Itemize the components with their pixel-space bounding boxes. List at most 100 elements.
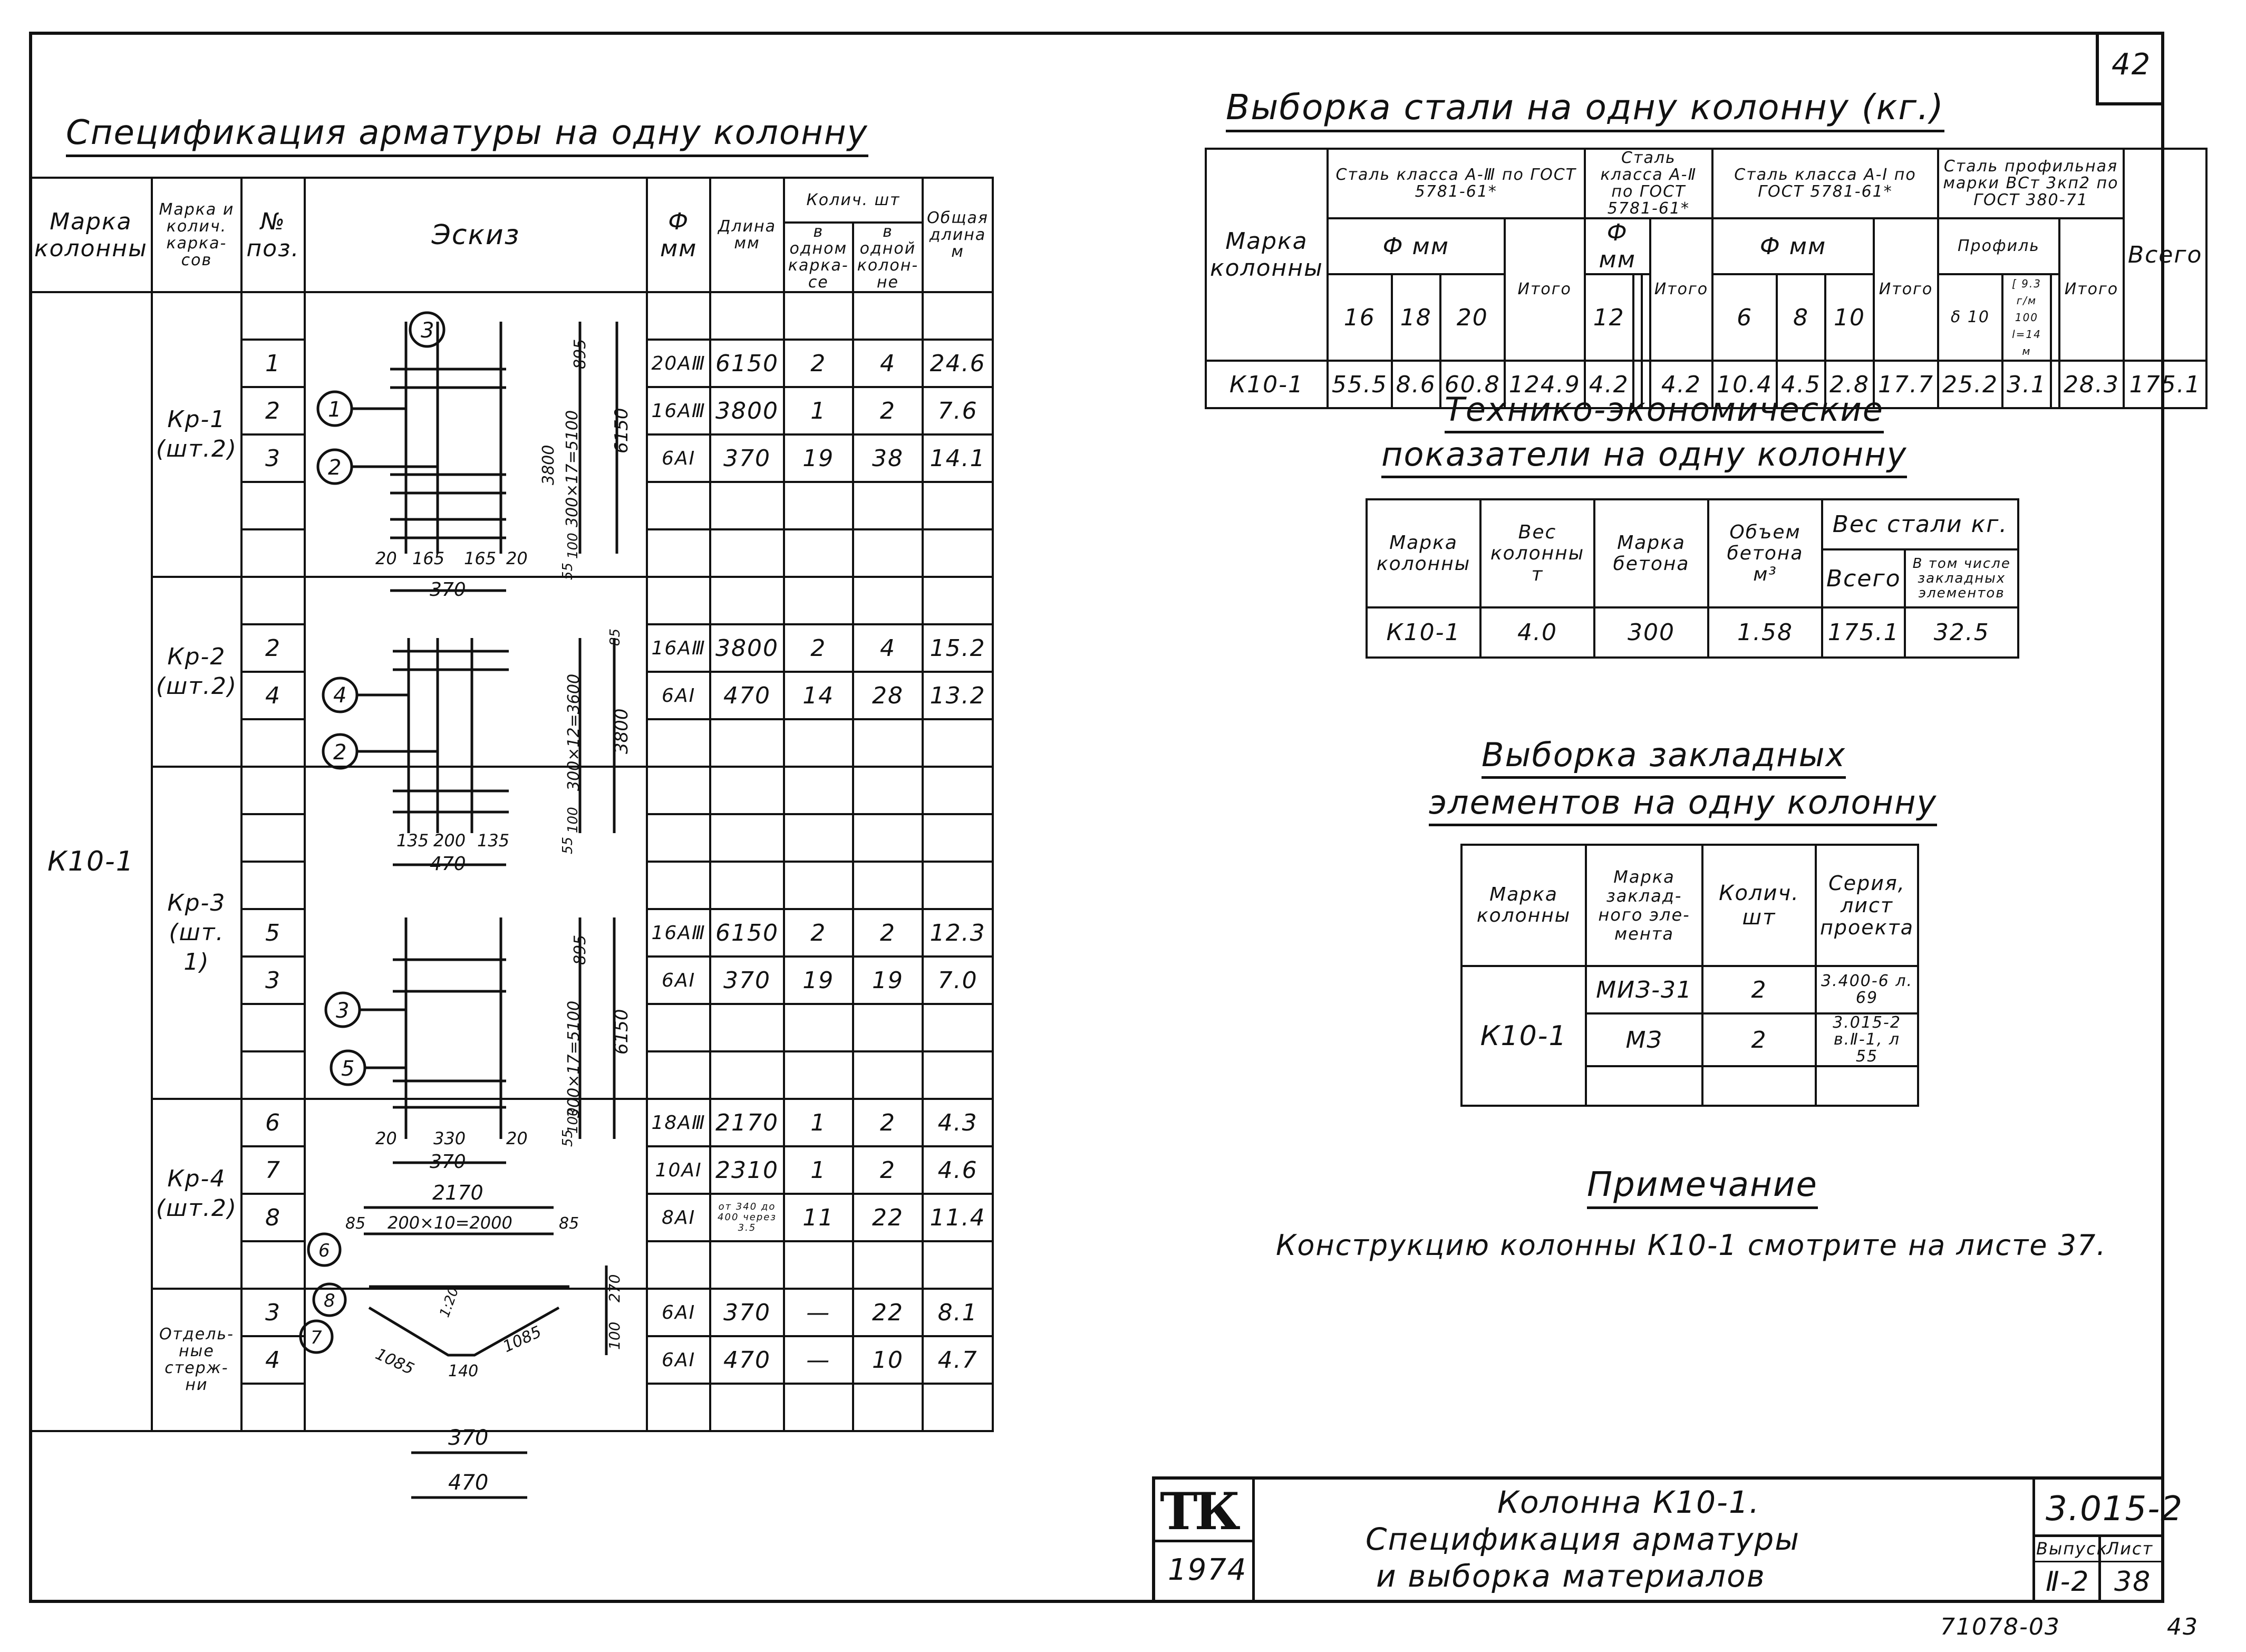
length-cell bbox=[709, 481, 785, 530]
kr1-w-total: 370 bbox=[430, 579, 466, 601]
total-len-cell: 4.6 bbox=[922, 1145, 994, 1195]
steel-g4: Сталь профильная марки ВСт 3кп2 по ГОСТ … bbox=[1937, 148, 2125, 219]
tech-h-total: Всего bbox=[1821, 548, 1906, 608]
stamp-series: 3.015-2 bbox=[2046, 1490, 2184, 1529]
kr2-dim-total: 3800 bbox=[611, 708, 632, 754]
embed-h-mark: Марка колонны bbox=[1460, 844, 1587, 967]
kr2-dim-bot: 100 bbox=[565, 807, 581, 833]
pos-cell: 7 bbox=[240, 1145, 306, 1195]
embed-h-qty: Колич. шт bbox=[1701, 844, 1817, 967]
total-len-cell: 4.3 bbox=[922, 1098, 994, 1147]
pos-cell: 4 bbox=[240, 671, 306, 720]
qty-col-cell bbox=[851, 1383, 924, 1432]
qty-col-cell bbox=[851, 766, 924, 815]
kr1-pos-a: 3 bbox=[421, 318, 434, 343]
qty-col-cell bbox=[851, 481, 924, 530]
qty-col-cell: 2 bbox=[851, 386, 924, 436]
pos-cell bbox=[240, 291, 306, 341]
length-cell: 470 bbox=[709, 1335, 785, 1385]
qty-frame-cell: 19 bbox=[782, 433, 854, 483]
table-row bbox=[30, 861, 994, 910]
steel-phi1: Ф мм bbox=[1326, 217, 1506, 275]
tech-h-mark: Марка колонны bbox=[1366, 498, 1482, 608]
steel-h-mark: Марка колонны bbox=[1205, 148, 1329, 362]
total-len-cell: 15.2 bbox=[922, 623, 994, 673]
frame-mark-cell: Отдель-ные стерж-ни bbox=[150, 1288, 243, 1432]
corner-number: 42 bbox=[2112, 47, 2152, 82]
qty-frame-cell bbox=[782, 528, 854, 578]
steel-v-c2: 2.8 bbox=[1824, 360, 1875, 409]
total-len-cell bbox=[922, 861, 994, 910]
kr4-h2: 270 bbox=[606, 1274, 623, 1302]
steel-title: Выборка стали на одну колонну (кг.) bbox=[1226, 87, 1944, 132]
qty-frame-cell bbox=[782, 1240, 854, 1290]
steel-v-c0: 10.4 bbox=[1711, 360, 1778, 409]
kr2-dim-55: 55 bbox=[560, 837, 576, 854]
length-cell bbox=[709, 861, 785, 910]
embed-v-el-0: МИЗ-31 bbox=[1585, 965, 1703, 1015]
qty-col-cell bbox=[851, 291, 924, 341]
length-cell bbox=[709, 1003, 785, 1052]
qty-col-cell bbox=[851, 813, 924, 863]
qty-frame-cell bbox=[782, 1383, 854, 1432]
qty-col-cell: 4 bbox=[851, 623, 924, 673]
title-block-sheet-divider bbox=[2098, 1534, 2101, 1603]
qty-frame-cell bbox=[782, 1003, 854, 1052]
kr3-sketch bbox=[324, 917, 616, 1164]
steel-d-a2: 20 bbox=[1439, 273, 1506, 362]
steel-v-ct: 17.7 bbox=[1873, 360, 1939, 409]
dia-cell bbox=[646, 1050, 712, 1100]
tech-v-mark: К10-1 bbox=[1366, 606, 1482, 659]
dia-cell bbox=[646, 1240, 712, 1290]
dia-cell: 16AⅢ bbox=[646, 908, 712, 958]
kr2-dim-top: 85 bbox=[607, 629, 623, 646]
steel-g2: Сталь класса А-Ⅱ по ГОСТ 5781-61* bbox=[1583, 148, 1714, 219]
title-block-right-divider bbox=[2032, 1476, 2035, 1603]
frame-mark-cell: Кр-2 (шт.2) bbox=[150, 576, 243, 768]
kr4-p7: 7 bbox=[311, 1327, 322, 1348]
dia-cell bbox=[646, 481, 712, 530]
dia-cell bbox=[646, 861, 712, 910]
steel-phi2: Ф мм bbox=[1583, 217, 1651, 275]
title-block-left-divider bbox=[1252, 1476, 1255, 1603]
qty-frame-cell: 2 bbox=[782, 908, 854, 958]
total-len-cell: 4.7 bbox=[922, 1335, 994, 1385]
length-cell: 370 bbox=[709, 955, 785, 1005]
dia-cell: 20AⅢ bbox=[646, 339, 712, 388]
title-block-logo-divider bbox=[1152, 1540, 1252, 1542]
frame-count: (шт.2) bbox=[156, 673, 238, 700]
kr1-dim-total: 6150 bbox=[611, 408, 632, 453]
frame-mark-cell: Кр-1(шт.2) bbox=[150, 291, 243, 578]
kr2-sketch bbox=[322, 638, 616, 866]
hdr-frame-mark: Марка и колич. карка-сов bbox=[150, 177, 243, 293]
embed-h-series: Серия, лист проекта bbox=[1815, 844, 1919, 967]
qty-col-cell: 19 bbox=[851, 955, 924, 1005]
tech-h-steel: Вес стали кг. bbox=[1821, 498, 2019, 550]
stamp-sheet: 38 bbox=[2114, 1566, 2152, 1598]
spec-title: Спецификация арматуры на одну колонну bbox=[66, 113, 868, 157]
steel-v-at: 124.9 bbox=[1503, 360, 1586, 409]
steel-d-a0: 16 bbox=[1326, 273, 1393, 362]
dia-cell: 6AⅠ bbox=[646, 433, 712, 483]
steel-itogo4: Итого bbox=[2058, 217, 2125, 362]
kr1-sketch bbox=[316, 311, 618, 592]
hdr-dia: Ф мм bbox=[646, 177, 712, 293]
total-len-cell: 11.4 bbox=[922, 1193, 994, 1242]
frame-mark: Кр-2 bbox=[167, 643, 226, 670]
embed-v-q-0: 2 bbox=[1701, 965, 1817, 1015]
steel-v-c1: 4.5 bbox=[1776, 360, 1827, 409]
dia-cell bbox=[646, 576, 712, 625]
total-len-cell bbox=[922, 291, 994, 341]
bar1-label: 370 bbox=[448, 1426, 488, 1450]
qty-frame-cell bbox=[782, 481, 854, 530]
pos-cell bbox=[240, 718, 306, 768]
kr3-dim-main: 300×17=5100 bbox=[565, 1001, 583, 1118]
tech-table: Марка колонны Вес колонны т Марка бетона… bbox=[1366, 498, 2019, 659]
footer-page: 43 bbox=[2167, 1614, 2199, 1640]
frame-mark: Кр-4 bbox=[167, 1165, 226, 1192]
pos-cell bbox=[240, 576, 306, 625]
